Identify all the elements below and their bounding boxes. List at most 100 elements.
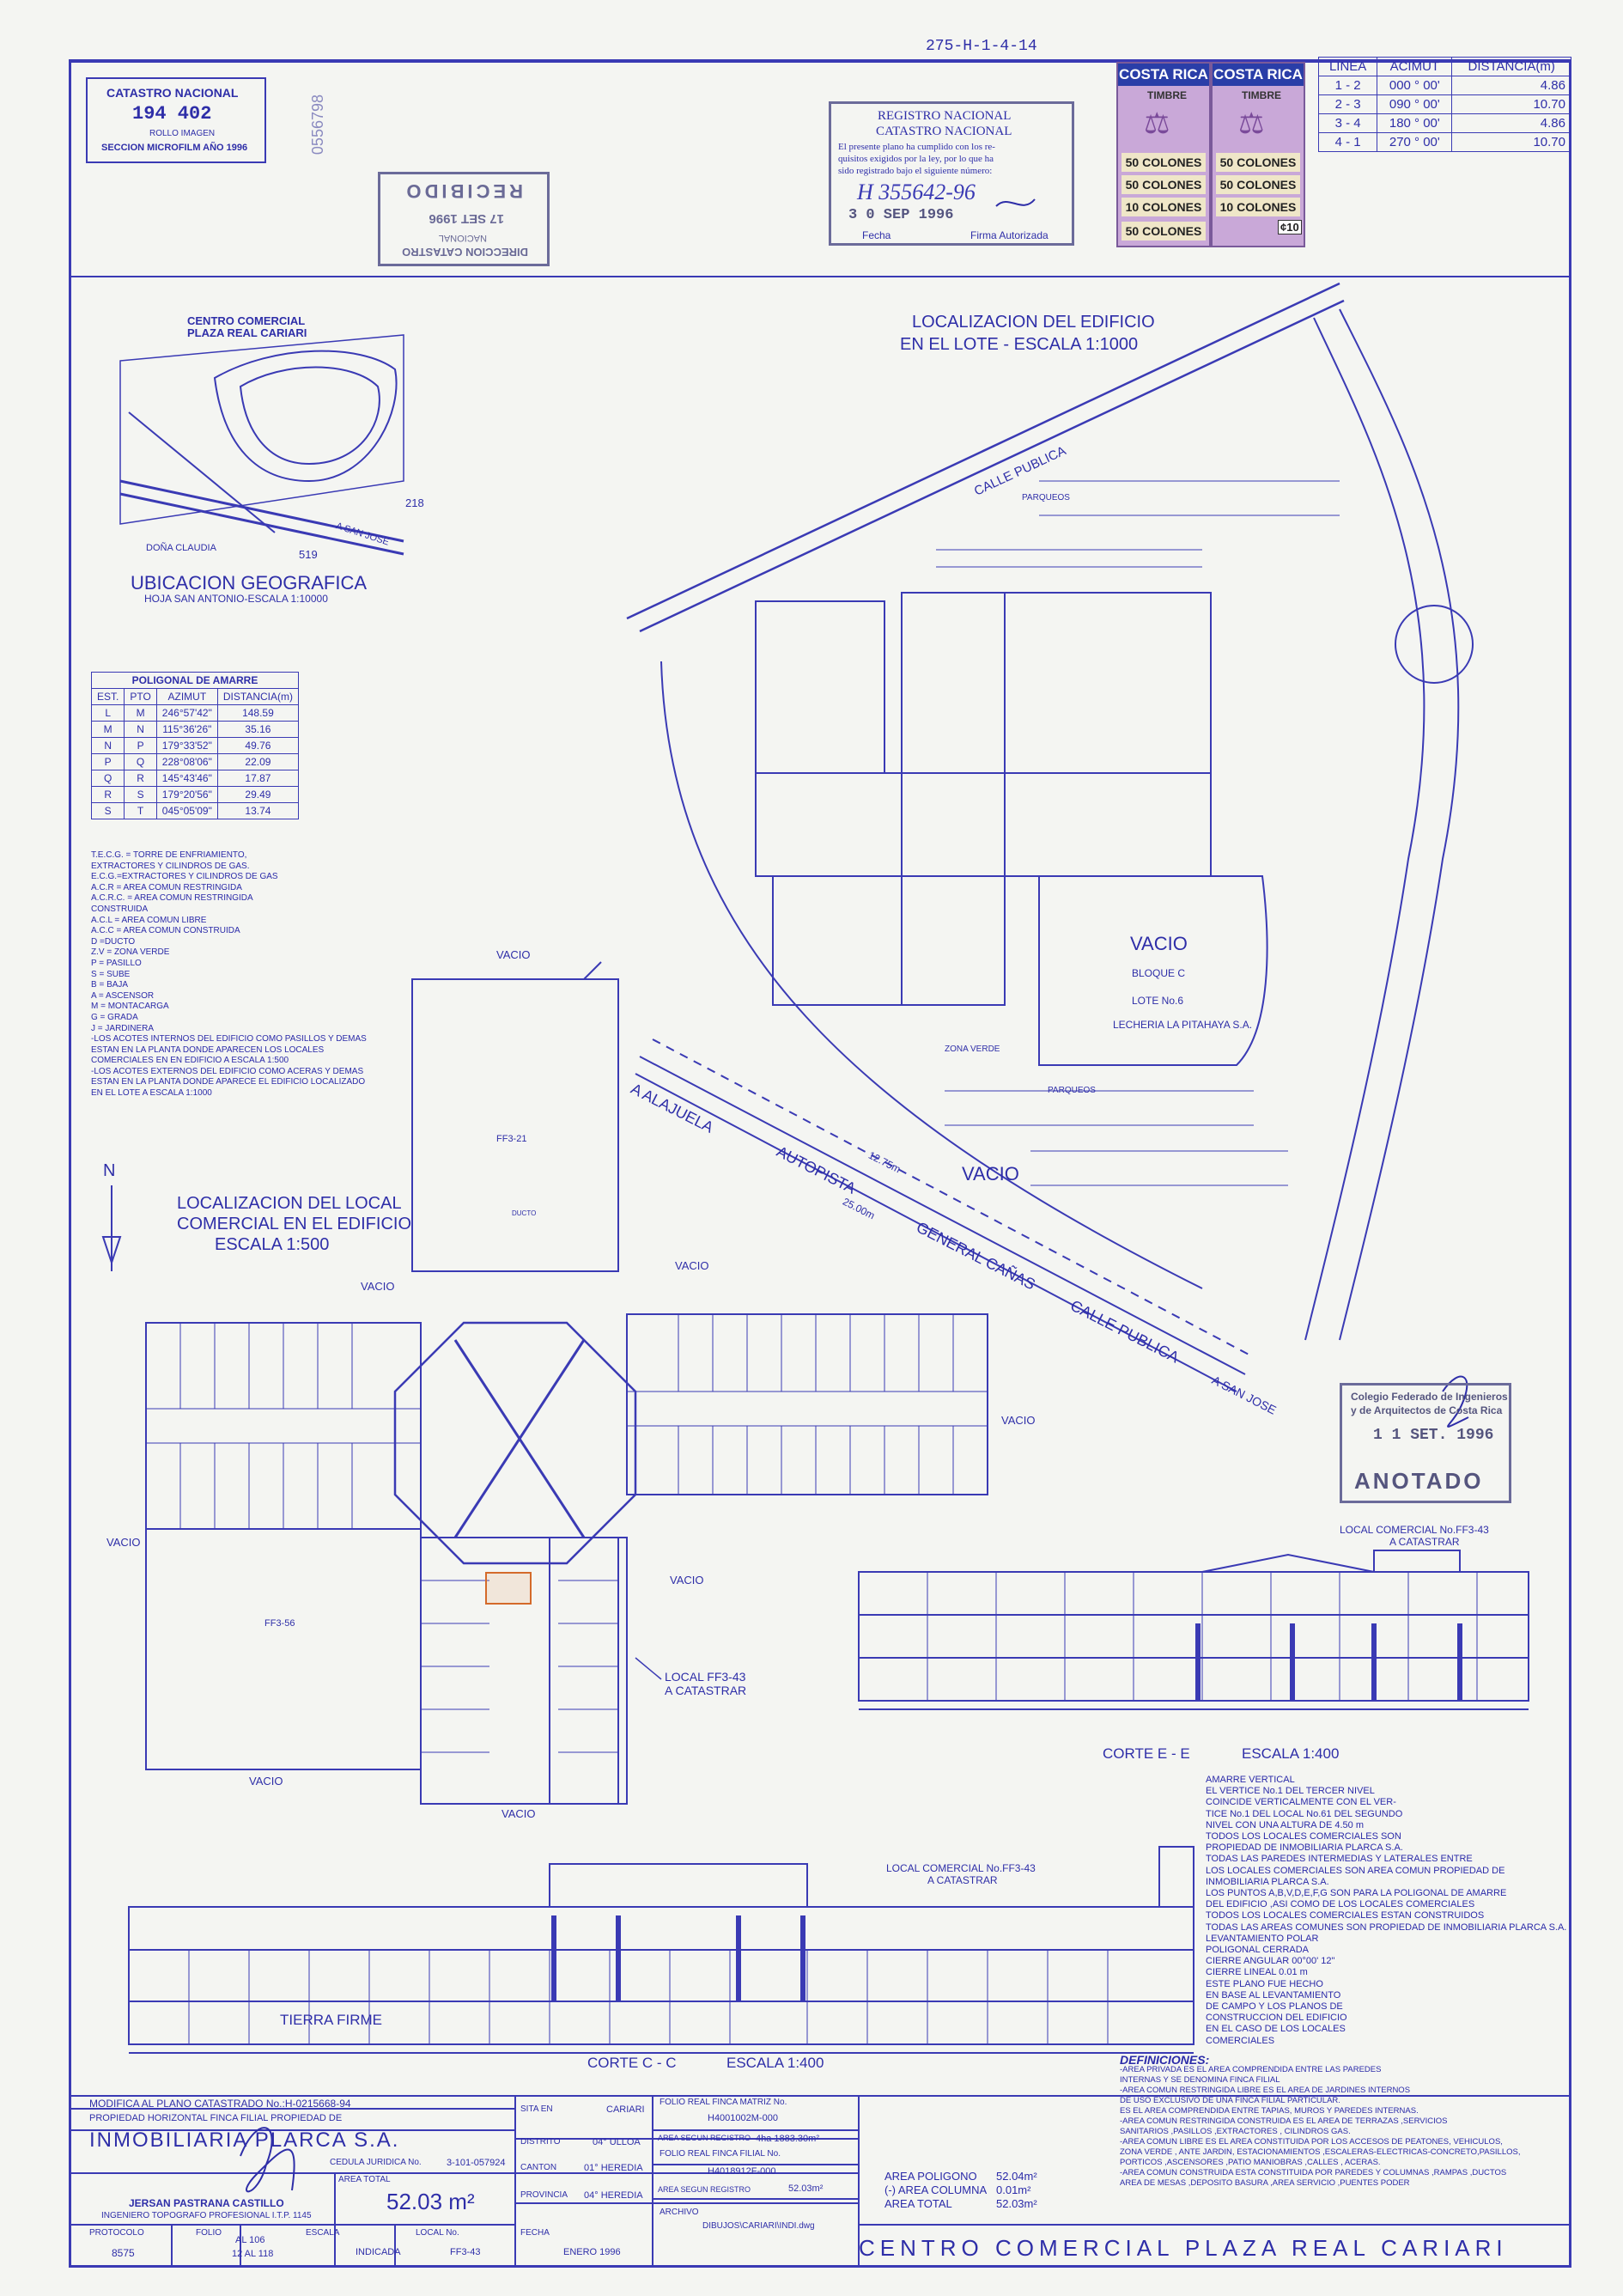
legend-line: A = ASCENSOR xyxy=(91,990,155,1001)
anotado-line1: Colegio Federado de Ingenieros xyxy=(1351,1391,1508,1403)
legend-line: COMERCIALES EN EN EDIFICIO A ESCALA 1:50… xyxy=(91,1056,289,1066)
anotado-word: ANOTADO xyxy=(1354,1468,1484,1494)
received-word: RECIBIDO xyxy=(403,180,523,202)
area-poligono-label: AREA POLIGONO xyxy=(884,2170,977,2183)
table-cell: M xyxy=(124,704,157,722)
registro-number: H 355642-96 xyxy=(857,180,976,204)
table-cell: 270 ° 00' xyxy=(1377,132,1453,152)
received-line2: NACIONAL xyxy=(438,233,487,243)
table-cell: 228°08'06" xyxy=(155,753,218,770)
lote-parqueos-1: PARQUEOS xyxy=(1022,493,1070,502)
legend-line: -LOS ACOTES INTERNOS DEL EDIFICIO COMO P… xyxy=(91,1034,367,1044)
poligonal-header-est: EST. xyxy=(90,688,125,705)
lines-header-distancia: DISTANCIA(m) xyxy=(1451,57,1571,76)
note-line: EN BASE AL LEVANTAMIENTO xyxy=(1206,1989,1341,2001)
catastro-title: CATASTRO NACIONAL xyxy=(106,86,239,100)
legend-line: EN EL LOTE A ESCALA 1:1000 xyxy=(91,1088,212,1099)
lote-zona-verde: ZONA VERDE xyxy=(945,1044,1000,1054)
catastro-number: 194 402 xyxy=(132,103,212,125)
provincia-label: PROVINCIA xyxy=(520,2190,568,2200)
table-cell: Q xyxy=(90,770,125,787)
legend-line: P = PASILLO xyxy=(91,958,142,968)
note-line: CONSTRUCCION DEL EDIFICIO xyxy=(1206,2013,1347,2024)
catastro-line2: SECCION MICROFILM AÑO 1996 xyxy=(101,143,248,153)
definicion-line: -AREA COMUN RESTRINGIDA CONSTRUIDA ES EL… xyxy=(1120,2116,1448,2126)
folio-filial-value: H4018912F-000 xyxy=(708,2166,776,2177)
area-poligono-value: 52.04m² xyxy=(996,2170,1037,2183)
archivo-label: ARCHIVO xyxy=(660,2208,699,2217)
definicion-line: ES EL AREA COMPRENDIDA ENTRE TAPIAS, MUR… xyxy=(1120,2106,1419,2116)
lote-parqueos-2: PARQUEOS xyxy=(1048,1086,1096,1095)
abbreviations-legend: T.E.C.G. = TORRE DE ENFRIAMIENTO, EXTRAC… xyxy=(91,850,367,1099)
folio-filial-label: FOLIO REAL FINCA FILIAL No. xyxy=(660,2149,781,2159)
area-columna-value: 0.01m² xyxy=(996,2183,1031,2196)
ubicacion-num-218: 218 xyxy=(405,496,424,509)
folio-label: FOLIO xyxy=(196,2228,222,2238)
table-cell: R xyxy=(124,770,157,787)
registro-date: 3 0 SEP 1996 xyxy=(848,207,954,223)
note-line: DEL EDIFICIO ,ASI COMO DE LOS LOCALES CO… xyxy=(1206,1899,1475,1910)
ubicacion-title: UBICACION GEOGRAFICA xyxy=(131,572,368,594)
canton-value: 01° HEREDIA xyxy=(584,2163,643,2173)
propiedad-label: PROPIEDAD HORIZONTAL FINCA FILIAL PROPIE… xyxy=(89,2113,343,2123)
area-registro-label-2: AREA SEGUN REGISTRO xyxy=(658,2185,751,2194)
table-cell: 29.49 xyxy=(216,786,299,803)
table-cell: S xyxy=(124,786,157,803)
ubicacion-num-519: 519 xyxy=(299,548,318,561)
note-line: EN EL CASO DE LOS LOCALES xyxy=(1206,2024,1346,2035)
legend-line: A.C.R = AREA COMUN RESTRINGIDA xyxy=(91,882,242,892)
table-cell: S xyxy=(90,802,125,819)
legend-line: J = JARDINERA xyxy=(91,1023,155,1033)
note-line: ESTE PLANO FUE HECHO xyxy=(1206,1978,1323,1989)
corte-cc-local2: A CATASTRAR xyxy=(927,1874,998,1886)
table-cell: 148.59 xyxy=(216,704,299,722)
note-line: TICE No.1 DEL LOCAL No.61 DEL SEGUNDO xyxy=(1206,1808,1403,1819)
local-number-value: FF3-43 xyxy=(450,2247,481,2257)
registro-title1: REGISTRO NACIONAL xyxy=(878,109,1012,123)
table-cell: R xyxy=(90,786,125,803)
poligonal-header-pto: PTO xyxy=(124,688,157,705)
area-total-value: 52.03m² xyxy=(996,2197,1037,2210)
registro-firma-label: Firma Autorizada xyxy=(970,229,1049,241)
stamp-value-5: 50 COLONES xyxy=(1216,153,1300,172)
note-line: CIERRE ANGULAR 00°00' 12" xyxy=(1206,1956,1335,1967)
stamp-value-1: 50 COLONES xyxy=(1122,153,1206,172)
local-title3: ESCALA 1:500 xyxy=(215,1235,330,1254)
definicion-line: ZONA VERDE , ANTE JARDIN, ESTACIONAMIENT… xyxy=(1120,2147,1521,2157)
note-line: DE CAMPO Y LOS PLANOS DE xyxy=(1206,2001,1343,2013)
local-vacio-2: VACIO xyxy=(675,1259,709,1272)
catastro-microfilm-box: CATASTRO NACIONAL 194 402 ROLLO IMAGEN S… xyxy=(86,77,266,163)
table-cell: P xyxy=(90,753,125,770)
table-cell: 2 - 3 xyxy=(1317,94,1378,114)
note-line: TODOS LOS LOCALES COMERCIALES ESTAN CONS… xyxy=(1206,1910,1485,1921)
area-columna-label: (-) AREA COLUMNA xyxy=(884,2183,988,2196)
stamp-seal-icon: ⚖ xyxy=(1238,107,1265,140)
lote-vacio: VACIO xyxy=(1130,933,1188,954)
local-vacio-4: VACIO xyxy=(106,1536,141,1549)
north-arrow-icon: N xyxy=(103,1161,116,1180)
local-number-label: LOCAL No. xyxy=(416,2228,459,2238)
registro-fecha-label: Fecha xyxy=(862,229,891,241)
stamp-value-3: 10 COLONES xyxy=(1122,198,1206,216)
lote-lote: LOTE No.6 xyxy=(1132,995,1184,1007)
local-title2: COMERCIAL EN EL EDIFICIO xyxy=(177,1215,412,1233)
table-cell: 090 ° 00' xyxy=(1377,94,1453,114)
table-cell: 4 - 1 xyxy=(1317,132,1378,152)
poligonal-header-distancia: DISTANCIA(m) xyxy=(216,688,299,705)
table-cell: P xyxy=(124,737,157,754)
lines-header-acimut: ACIMUT xyxy=(1377,57,1453,76)
note-line: COMERCIALES xyxy=(1206,2035,1275,2046)
note-line: TODOS LOS LOCALES COMERCIALES SON xyxy=(1206,1831,1401,1842)
definicion-line: DE USO EXCLUSIVO DE UNA FINCA FILIAL PAR… xyxy=(1120,2096,1340,2105)
anotado-line2: y de Arquitectos de Costa Rica xyxy=(1351,1404,1503,1416)
canton-label: CANTON xyxy=(520,2163,557,2172)
escala-label: ESCALA xyxy=(306,2228,340,2238)
table-cell: 49.76 xyxy=(216,737,299,754)
legend-line: T.E.C.G. = TORRE DE ENFRIAMIENTO, xyxy=(91,850,247,860)
table-cell: 179°33'52" xyxy=(155,737,218,754)
